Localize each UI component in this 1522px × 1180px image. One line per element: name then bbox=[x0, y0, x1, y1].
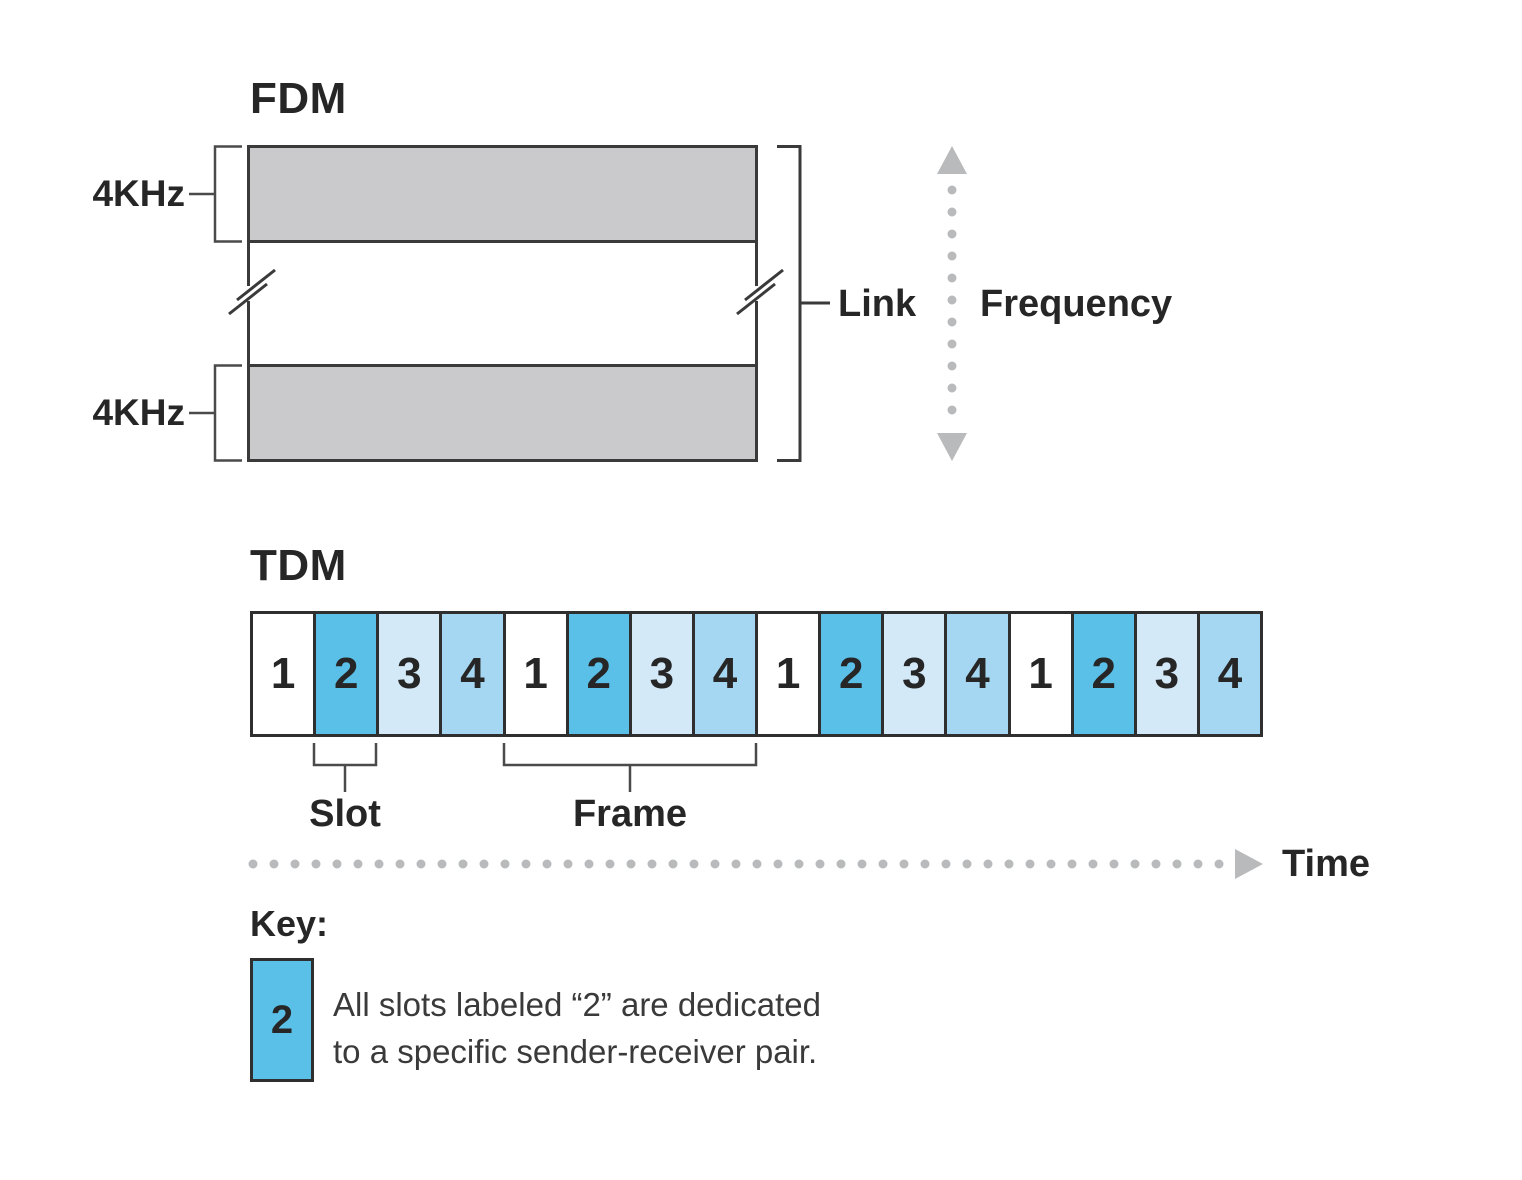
tdm-section-title: TDM bbox=[250, 541, 347, 590]
slot-number: 4 bbox=[965, 649, 990, 698]
tdm-slot: 4 bbox=[439, 614, 503, 734]
slot-number: 4 bbox=[460, 649, 485, 698]
tdm-slot: 2 bbox=[818, 614, 882, 734]
key-description-line2: to a specific sender-receiver pair. bbox=[333, 1033, 818, 1070]
tdm-slot: 4 bbox=[1196, 614, 1260, 734]
time-axis-arrow bbox=[248, 849, 1263, 879]
tdm-slot: 1 bbox=[253, 614, 314, 734]
link-left-edge-break bbox=[228, 243, 276, 364]
slot-number: 1 bbox=[1028, 649, 1053, 698]
tdm-slot: 2 bbox=[1070, 614, 1134, 734]
slot-number: 2 bbox=[1091, 649, 1116, 698]
slot-number: 3 bbox=[902, 649, 927, 698]
slot-bracket bbox=[312, 743, 378, 792]
tdm-slot: 3 bbox=[628, 614, 692, 734]
tdm-slot: 2 bbox=[313, 614, 377, 734]
slot-number: 4 bbox=[712, 649, 738, 698]
slot-number: 3 bbox=[1154, 649, 1180, 698]
tdm-slot: 3 bbox=[1133, 614, 1197, 734]
tdm-slot: 1 bbox=[502, 614, 566, 734]
tdm-slot: 4 bbox=[691, 614, 755, 734]
tdm-slot: 4 bbox=[944, 614, 1008, 734]
slot-number: 3 bbox=[649, 649, 675, 698]
link-bracket bbox=[777, 145, 830, 462]
key-swatch-number: 2 bbox=[270, 997, 294, 1042]
tdm-slot: 1 bbox=[1007, 614, 1071, 734]
frequency-axis-arrow bbox=[937, 146, 967, 461]
slot-number: 2 bbox=[838, 649, 864, 698]
slot-number: 2 bbox=[586, 649, 611, 698]
slot-number: 2 bbox=[333, 649, 359, 698]
frame-bracket bbox=[502, 743, 758, 792]
fdm-band1-width-label: 4KHz bbox=[92, 173, 185, 214]
key-description-line1: All slots labeled “2” are dedicated bbox=[333, 986, 821, 1023]
time-axis-label: Time bbox=[1282, 843, 1371, 885]
frequency-axis-label: Frequency bbox=[980, 283, 1173, 325]
tdm-slot: 2 bbox=[565, 614, 629, 734]
key-swatch: 2 bbox=[250, 958, 314, 1082]
fdm-band-bottom bbox=[247, 364, 758, 462]
tdm-slot: 1 bbox=[755, 614, 819, 734]
key-title: Key: bbox=[250, 903, 329, 944]
slot-number: 3 bbox=[397, 649, 422, 698]
fdm-band2-width-label: 4KHz bbox=[92, 392, 185, 433]
tdm-slot: 3 bbox=[376, 614, 440, 734]
slot-label: Slot bbox=[309, 793, 381, 835]
fdm-band-top bbox=[247, 145, 758, 243]
frame-label: Frame bbox=[572, 793, 688, 835]
link-label: Link bbox=[838, 283, 917, 325]
slot-number: 4 bbox=[1217, 649, 1243, 698]
slot-number: 1 bbox=[775, 649, 801, 698]
fdm-section-title: FDM bbox=[250, 74, 347, 123]
tdm-slot: 3 bbox=[881, 614, 945, 734]
key-description: All slots labeled “2” are dedicated to a… bbox=[333, 981, 821, 1075]
fdm-band1-bracket bbox=[189, 145, 242, 243]
slot-number: 1 bbox=[523, 649, 548, 698]
tdm-slot-row: 1 2 3 4 1 2 3 4 1 2 3 4 1 2 3 4 bbox=[250, 611, 1263, 737]
slot-number: 1 bbox=[270, 649, 296, 698]
fdm-band2-bracket bbox=[189, 364, 242, 462]
link-right-edge-break bbox=[736, 243, 784, 364]
